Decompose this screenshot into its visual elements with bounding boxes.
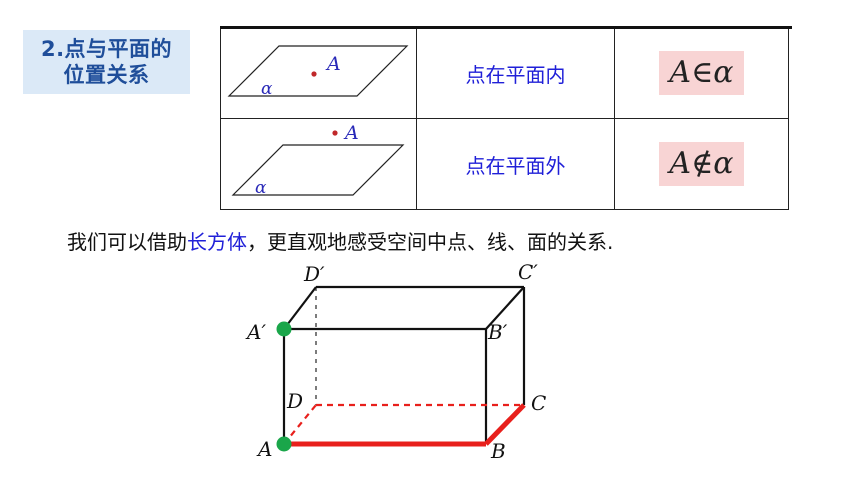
point-a-dot: [276, 436, 292, 452]
point-label: A: [325, 53, 341, 75]
diagram-cell: A α: [220, 118, 417, 210]
relation-table-wrap: A α 点在平面内 A∈α A α 点在平面外 A∉α: [220, 26, 792, 210]
section-title-line2: 位置关系: [63, 63, 150, 87]
table-row: A α 点在平面内 A∈α: [220, 27, 789, 119]
relation-notation: A∈α: [659, 51, 744, 95]
point-dot: [311, 71, 317, 77]
diagram-cell: A α: [220, 27, 417, 119]
plane-point-in-diagram: A α: [227, 45, 409, 99]
sentence-before: 我们可以借助: [67, 230, 187, 254]
plane-shape: [227, 45, 409, 97]
notation-cell: A∈α: [614, 27, 789, 119]
vertex-label-c: C: [531, 391, 546, 415]
relation-description: 点在平面外: [416, 118, 615, 210]
edge-ad: [283, 404, 317, 445]
intro-sentence: 我们可以借助长方体，更直观地感受空间中点、线、面的关系.: [67, 226, 613, 255]
vertex-label-d1: D′: [303, 262, 325, 286]
plane-label: α: [255, 178, 267, 198]
point-dot: [332, 130, 338, 136]
vertex-label-d: D: [286, 389, 303, 413]
vertex-label-b: B: [490, 439, 506, 463]
vertex-label-c1: C′: [518, 260, 538, 284]
sentence-highlight: 长方体: [187, 230, 247, 254]
plane-shape: [231, 144, 405, 196]
vertex-label-a: A: [256, 437, 272, 461]
section-title: 2.点与平面的 位置关系: [23, 30, 190, 94]
point-a1-dot: [276, 321, 292, 337]
table-top-rule: [220, 26, 792, 29]
section-title-line1: 2.点与平面的: [40, 37, 173, 61]
edge-c1b1: [485, 286, 525, 330]
vertex-label-b1: B′: [487, 320, 508, 344]
sentence-after: ，更直观地感受空间中点、线、面的关系.: [247, 230, 614, 254]
relation-description: 点在平面内: [416, 27, 615, 119]
relation-table: A α 点在平面内 A∈α A α 点在平面外 A∉α: [220, 27, 789, 210]
vertex-label-a1: A′: [245, 320, 266, 344]
table-row: A α 点在平面外 A∉α: [220, 118, 789, 210]
edge-bc: [484, 403, 526, 446]
plane-label: α: [261, 79, 273, 99]
edge-a1d1: [283, 286, 317, 330]
relation-notation: A∉α: [659, 142, 744, 186]
notation-cell: A∉α: [614, 118, 789, 210]
plane-point-out-diagram: A α: [231, 122, 405, 198]
point-label: A: [343, 122, 359, 144]
